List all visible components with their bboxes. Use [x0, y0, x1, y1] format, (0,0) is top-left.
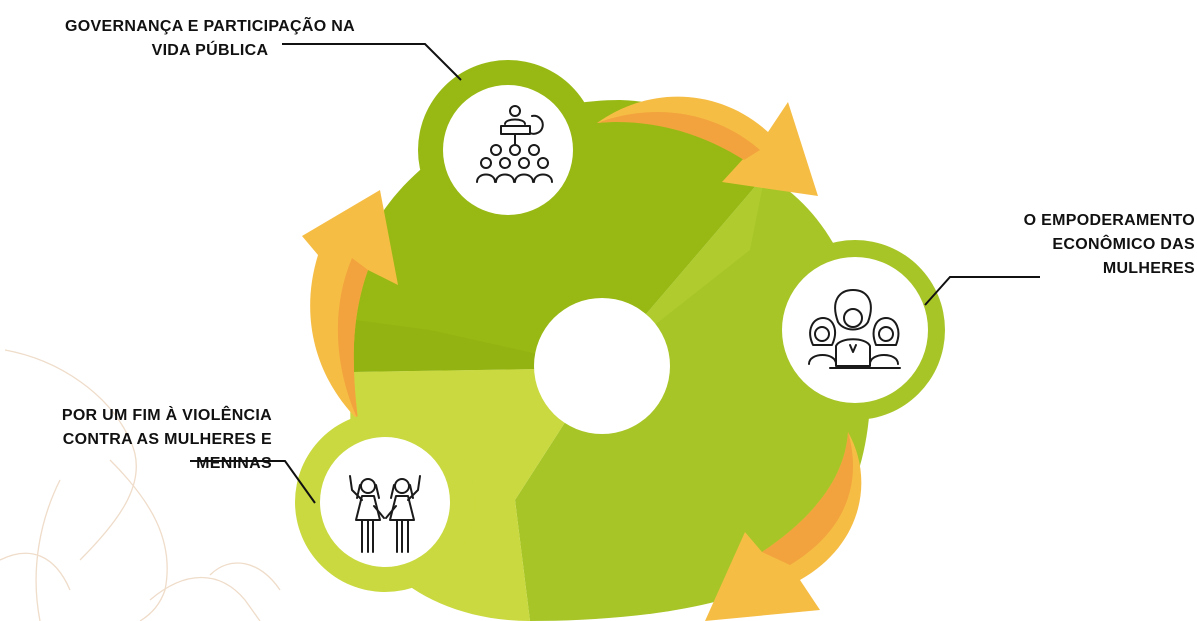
leader-violence	[190, 460, 316, 504]
label-violence-line-2: CONTRA AS MULHERES E	[62, 431, 272, 448]
label-governance-line-2: VIDA PÚBLICA	[151, 42, 269, 59]
arrow-left	[302, 190, 398, 420]
node-economic	[765, 240, 945, 420]
label-governance: GOVERNANÇA E PARTICIPAÇÃO NA VIDA PÚBLIC…	[0, 15, 420, 63]
cycle-arrows	[302, 96, 862, 621]
label-economic-line-3: MULHERES	[1102, 260, 1195, 277]
arrow-bottom-right	[705, 432, 862, 621]
node-governance	[418, 60, 598, 240]
two-girls-icon	[349, 475, 421, 553]
label-violence: POR UM FIM À VIOLÊNCIA CONTRA AS MULHERE…	[12, 404, 272, 476]
label-violence-line-3: MENINAS	[196, 455, 272, 472]
label-governance-line-1: GOVERNANÇA E PARTICIPAÇÃO NA	[65, 18, 355, 35]
label-violence-line-1: POR UM FIM À VIOLÊNCIA	[61, 407, 272, 424]
leader-lines	[190, 43, 1040, 504]
center-circle	[534, 298, 670, 434]
label-economic: O EMPODERAMENTO ECONÔMICO DAS MULHERES	[965, 209, 1195, 281]
label-economic-line-1: O EMPODERAMENTO	[1023, 212, 1195, 229]
leader-economic	[924, 276, 1040, 306]
node-violence	[295, 412, 475, 592]
women-group-icon	[808, 289, 901, 369]
speaker-audience-icon	[476, 105, 553, 183]
leader-governance	[282, 43, 462, 81]
arrow-top-right	[597, 96, 818, 196]
label-economic-line-2: ECONÔMICO DAS	[1052, 236, 1195, 253]
background-sketch	[0, 349, 281, 621]
